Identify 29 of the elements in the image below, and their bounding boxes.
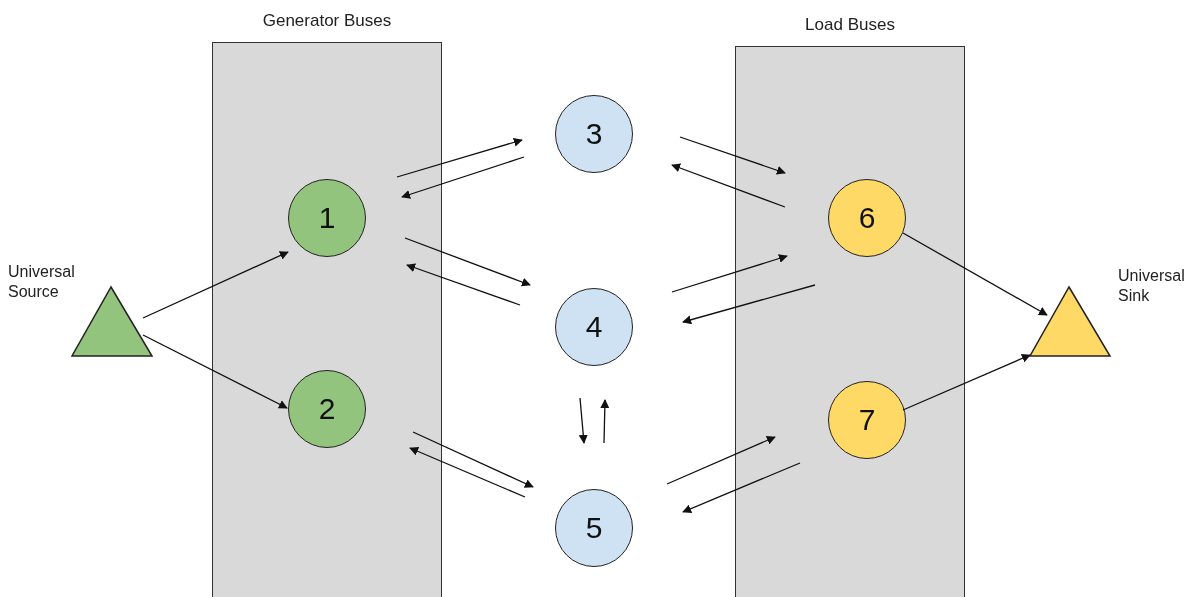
arrow xyxy=(682,284,816,325)
arrow xyxy=(142,251,289,319)
arrow xyxy=(396,138,523,178)
arrow xyxy=(666,436,776,485)
arrow xyxy=(412,431,534,488)
node-label: Universal Sink xyxy=(1118,266,1186,306)
arrow xyxy=(404,237,531,287)
bus-node-circle: 4 xyxy=(555,288,633,366)
group-heading: Generator Buses xyxy=(261,11,393,31)
arrow xyxy=(679,136,786,175)
arrow xyxy=(406,263,521,306)
bus-node-circle: 5 xyxy=(555,489,633,567)
bus-node-circle: 3 xyxy=(555,95,633,173)
node-label: Universal Source xyxy=(8,262,76,302)
bus-node-circle: 1 xyxy=(288,179,366,257)
bus-node-circle: 6 xyxy=(828,179,906,257)
group-heading: Load Buses xyxy=(804,15,896,35)
arrow xyxy=(671,163,786,208)
arrow xyxy=(578,397,588,444)
arrow xyxy=(401,156,525,199)
arrow xyxy=(409,447,526,498)
arrow xyxy=(600,399,610,444)
arrow xyxy=(682,462,801,513)
arrow xyxy=(902,232,1048,316)
arrow xyxy=(142,334,288,409)
bus-node-circle: 7 xyxy=(828,381,906,459)
bus-node-circle: 2 xyxy=(288,370,366,448)
arrow xyxy=(671,254,788,293)
arrow xyxy=(902,354,1031,411)
